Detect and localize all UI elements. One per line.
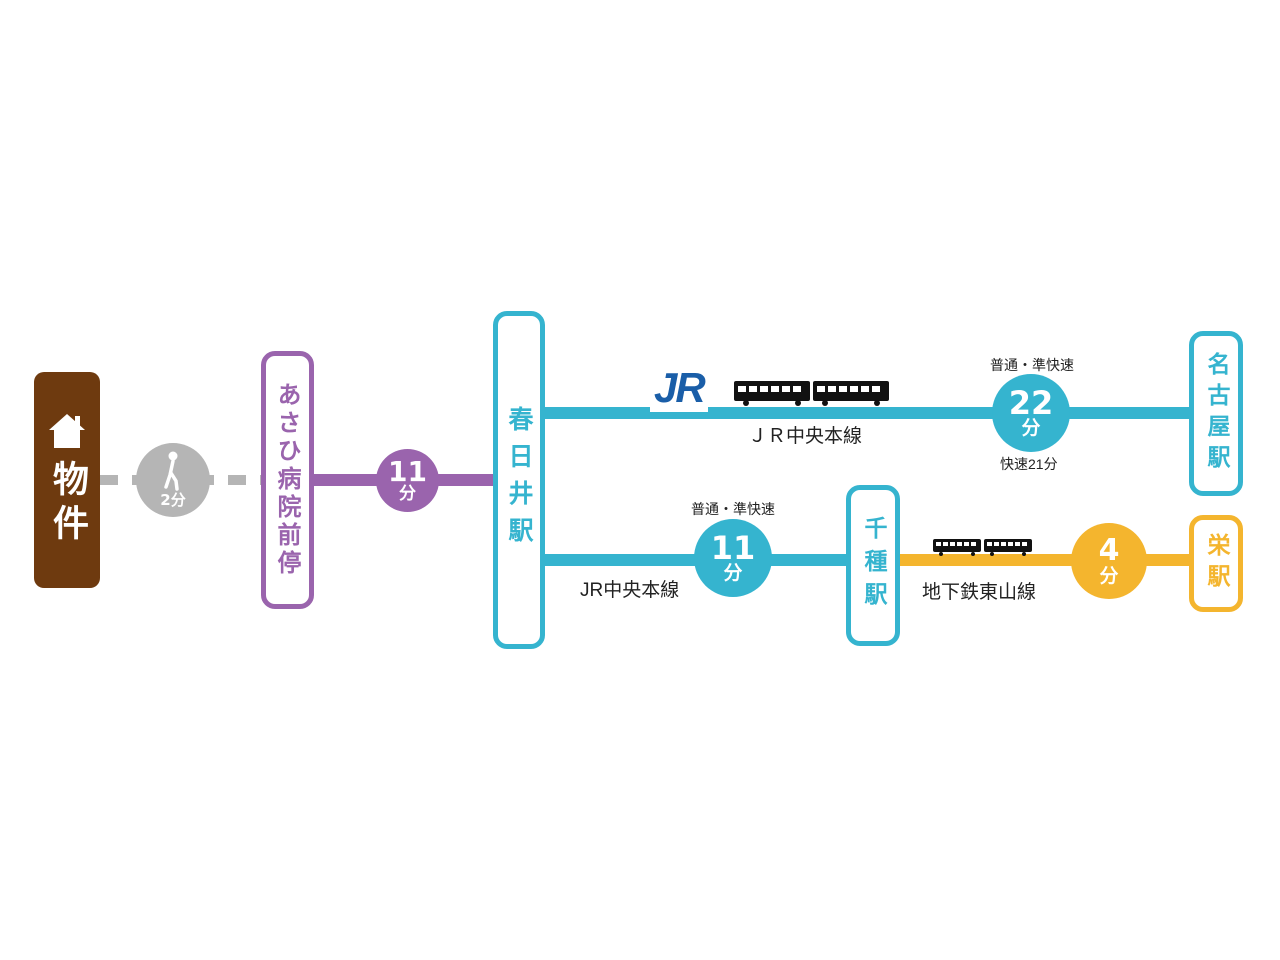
- jr-lower-time-circle: 11 分: [694, 519, 772, 597]
- jr-lower-minutes-unit: 分: [723, 562, 743, 584]
- jr-upper-minutes: 22: [1008, 384, 1054, 422]
- jr-upper-route-line: [543, 407, 1193, 419]
- jr-lower-line-name: JR中央本線: [580, 580, 680, 601]
- property-label: 物件: [47, 460, 88, 548]
- train-icon: [734, 381, 889, 406]
- property-box: 物件: [34, 372, 100, 588]
- bus-stop-box: あさひ病院前停: [261, 351, 314, 609]
- subway-time-circle: 4 分: [1071, 523, 1147, 599]
- chikusa-station-box: 千種駅: [846, 485, 900, 646]
- walk-minutes: 2分: [160, 490, 186, 509]
- bus-minutes-unit: 分: [399, 483, 416, 504]
- bus-time-circle: 11 分: [376, 449, 439, 512]
- jr-upper-line-name: ＪＲ中央本線: [748, 426, 863, 447]
- kasugai-station-box: 春日井駅: [493, 311, 545, 649]
- subway-minutes: 4: [1098, 533, 1120, 568]
- jr-lower-note-top: 普通・準快速: [691, 501, 775, 517]
- jr-upper-note-bottom: 快速21分: [1000, 456, 1058, 472]
- sakae-station-name: 栄駅: [1203, 532, 1229, 595]
- bus-minutes: 11: [388, 454, 427, 488]
- house-icon: [49, 414, 85, 448]
- kasugai-station-name: 春日井駅: [505, 406, 534, 554]
- jr-upper-minutes-unit: 分: [1021, 417, 1041, 439]
- nagoya-station-box: 名古屋駅: [1189, 331, 1243, 496]
- jr-upper-note-top: 普通・準快速: [990, 357, 1074, 373]
- jr-lower-minutes: 11: [710, 529, 756, 567]
- chikusa-station-name: 千種駅: [860, 516, 886, 615]
- subway-minutes-unit: 分: [1099, 565, 1119, 587]
- jr-logo: JR: [650, 364, 708, 412]
- walking-person-icon: [164, 451, 179, 491]
- subway-train-icon: [933, 539, 1032, 556]
- bus-stop-name: あさひ病院前停: [273, 382, 301, 578]
- jr-upper-time-circle: 22 分: [992, 374, 1070, 452]
- walk-time-circle: 2分: [136, 443, 210, 517]
- subway-line-name: 地下鉄東山線: [922, 582, 1037, 603]
- nagoya-station-name: 名古屋駅: [1203, 351, 1229, 476]
- sakae-station-box: 栄駅: [1189, 515, 1243, 612]
